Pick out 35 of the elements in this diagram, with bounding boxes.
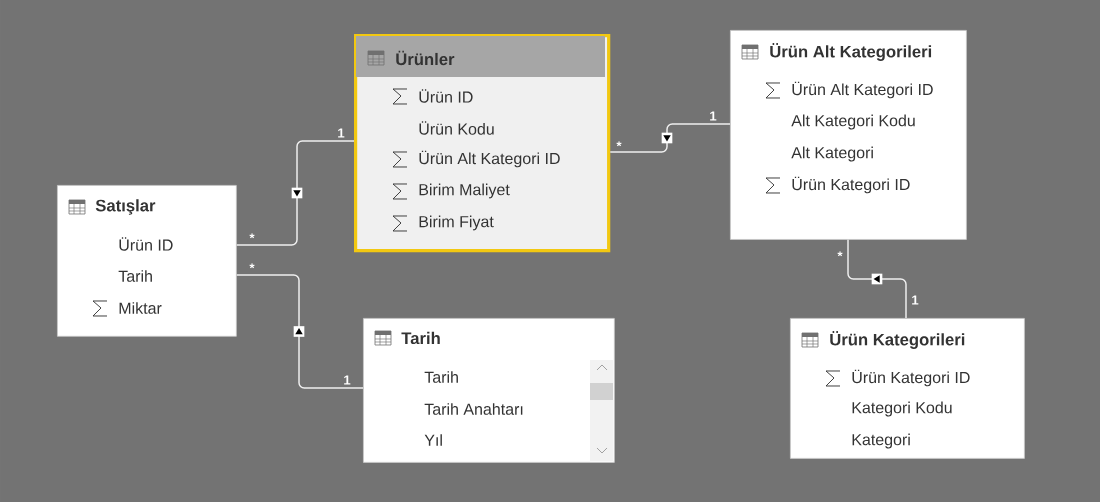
field-name: Ürün Kategori ID: [852, 369, 970, 387]
field-name: Ürün Kategori ID: [792, 176, 910, 194]
cardinality-label: 1: [710, 111, 717, 121]
table-title: Ürünler: [396, 50, 455, 66]
relationship-line: [847, 239, 907, 319]
relationship-line: [236, 140, 355, 246]
field-name: Kategori: [852, 433, 910, 449]
relationship-line: [609, 123, 731, 153]
field-name: Ürün ID: [119, 237, 173, 251]
field-name: Ürün ID: [419, 89, 473, 103]
field-name: Ürün Kodu: [419, 121, 494, 135]
field-name: Birim Fiyat: [419, 215, 494, 231]
field-name: Alt Kategori Kodu: [791, 114, 915, 130]
field-name: Ürün Alt Kategori ID: [419, 150, 560, 168]
table-title: Tarih: [401, 331, 440, 345]
cardinality-label: 1: [344, 375, 351, 385]
cardinality-label: *: [837, 251, 843, 257]
field-name: Miktar: [119, 302, 162, 314]
cardinality-label: 1: [912, 295, 919, 305]
table-title: Satışlar: [95, 199, 156, 215]
field-name: Tarih: [424, 371, 458, 383]
field-name: Birim Maliyet: [419, 183, 510, 199]
table-title: Ürün Kategorileri: [830, 331, 965, 349]
table-title: Ürün Alt Kategorileri: [770, 43, 932, 61]
cardinality-label: *: [616, 141, 622, 147]
cardinality-label: *: [249, 263, 255, 269]
cardinality-label: 1: [338, 128, 345, 138]
field-name: Ürün Alt Kategori ID: [792, 81, 933, 99]
field-name: Alt Kategori: [791, 146, 873, 162]
field-name: Yıl: [424, 434, 442, 446]
relationship-line: [236, 274, 364, 389]
field-name: Tarih: [118, 270, 152, 282]
field-name: Kategori Kodu: [852, 401, 952, 417]
field-name: Tarih Anahtarı: [424, 403, 523, 415]
cardinality-label: *: [249, 233, 255, 239]
